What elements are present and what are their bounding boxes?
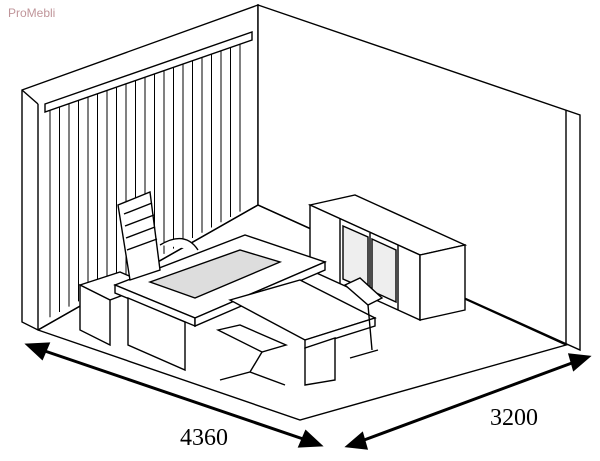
- width-dimension-label: 4360: [180, 425, 228, 451]
- depth-dimension-label: 3200: [490, 405, 538, 431]
- watermark-logo: ProMebli: [8, 6, 56, 20]
- vertical-blinds: [44, 31, 253, 318]
- right-wall: [257, 4, 581, 352]
- executive-chair: [117, 191, 199, 281]
- visitor-chair: [215, 324, 289, 386]
- executive-desk: [113, 234, 377, 386]
- depth-dimension-arrow: [344, 353, 592, 450]
- cabinet: [307, 194, 468, 322]
- width-dimension-arrow: [24, 342, 324, 448]
- visitor-chair: [343, 277, 384, 359]
